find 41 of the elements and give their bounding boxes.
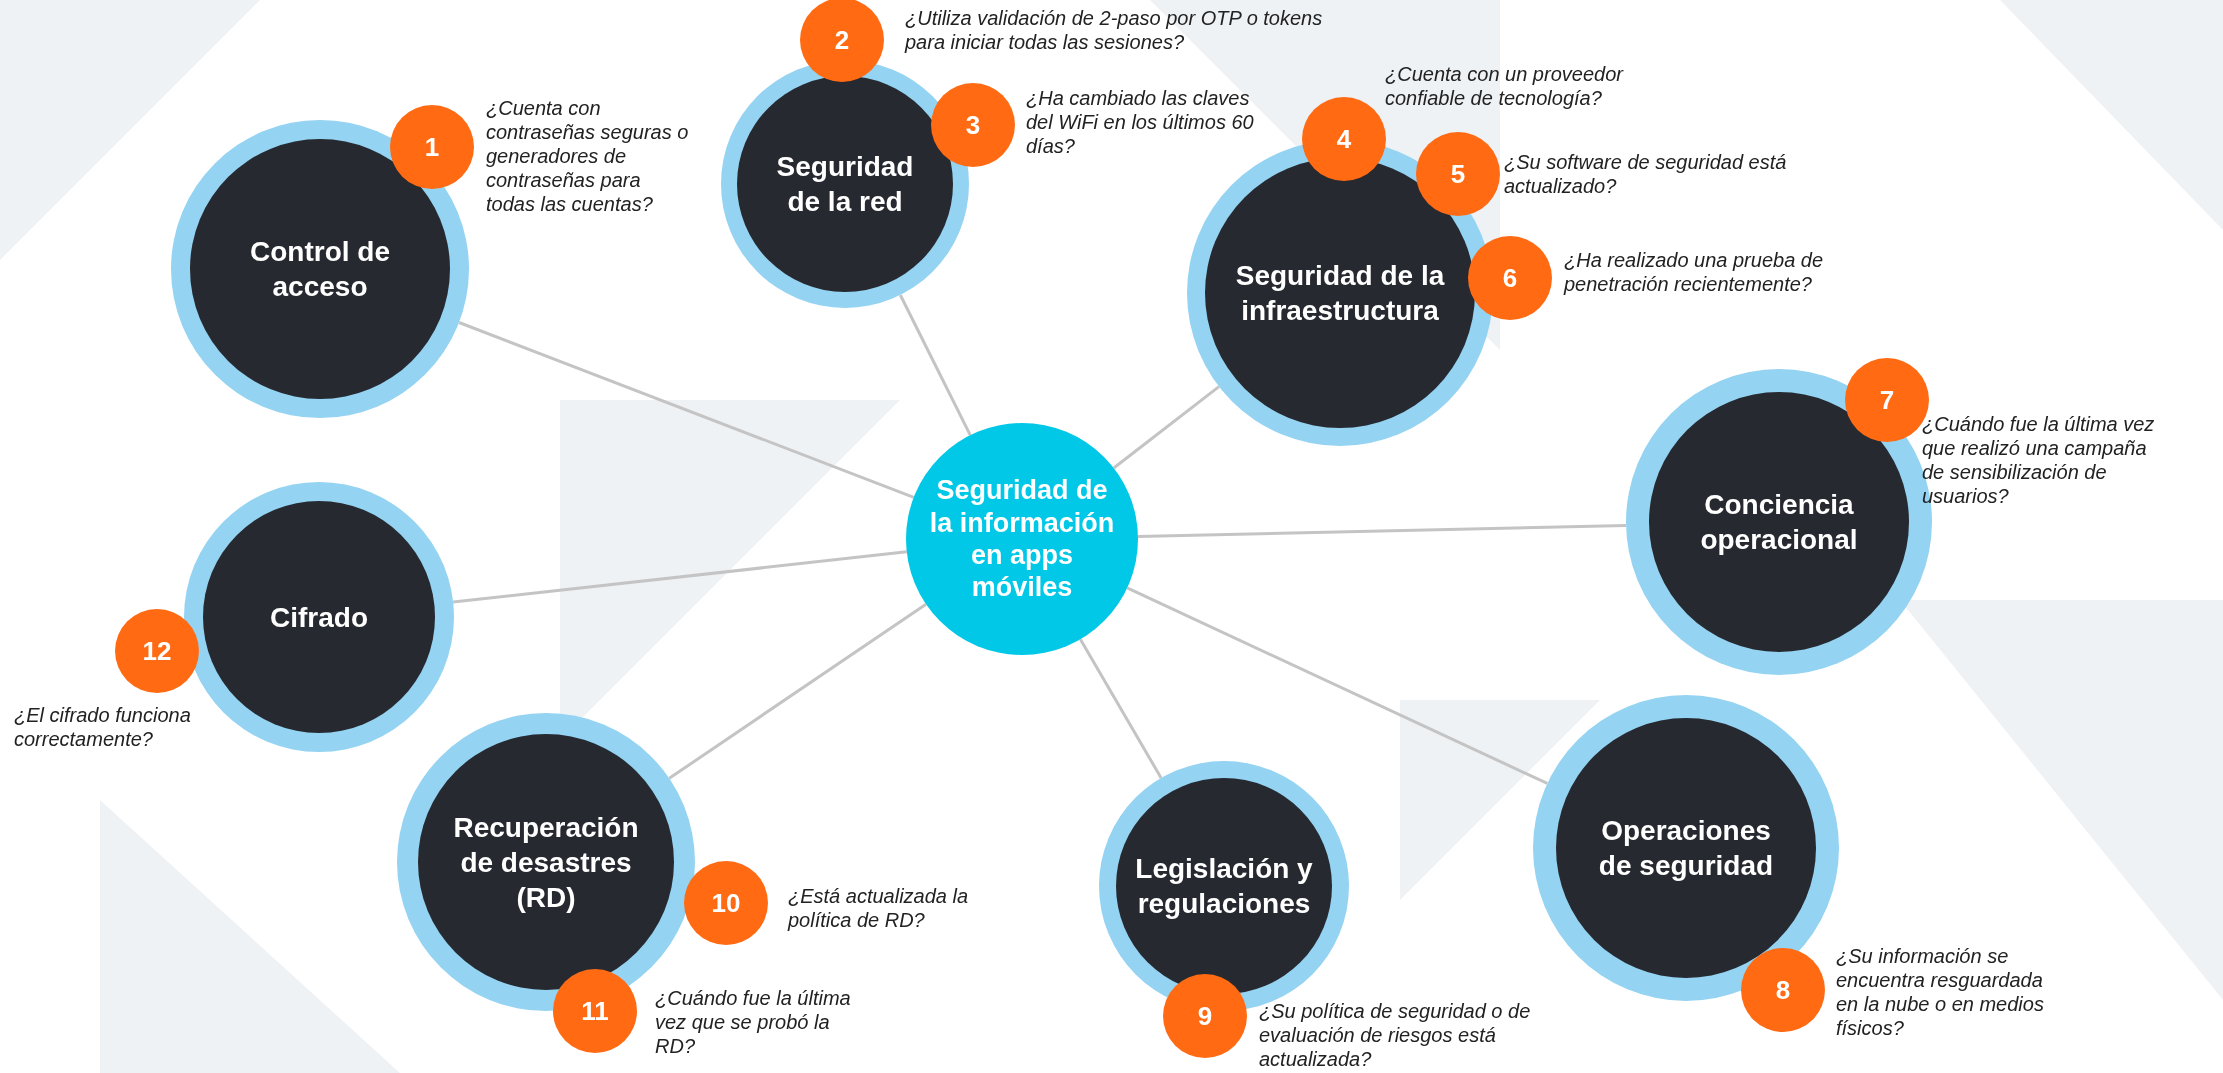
number-label: 3	[965, 108, 981, 142]
question-text: ¿Su software de seguridad está actualizado?	[1504, 150, 1788, 198]
connector-line	[453, 550, 907, 604]
question-text: ¿Cuenta con un proveedor confiable de tecnología?	[1385, 62, 1625, 110]
category-title: Seguridad de la red	[775, 150, 915, 219]
connector-line	[899, 294, 972, 436]
category-title: Operaciones de seguridad	[1597, 814, 1775, 883]
question-text: ¿Su información se encuentra resguardada en la nube o en medios físicos?	[1836, 944, 2045, 1040]
question-text: ¿Cuándo fue la última vez que se probó la RD?	[655, 986, 852, 1058]
connector-line	[668, 602, 927, 780]
question-text: ¿Ha realizado una prueba de penetración recientemente?	[1564, 248, 1825, 296]
number-label: 6	[1502, 261, 1518, 295]
category-title: Conciencia operacional	[1699, 488, 1859, 557]
number-label: 9	[1197, 999, 1213, 1033]
category-title: Seguridad de la infraestructura	[1234, 259, 1446, 328]
hub-title: Seguridad de la información en apps móviles	[928, 474, 1116, 604]
number-label: 8	[1775, 973, 1791, 1007]
number-label: 7	[1879, 383, 1895, 417]
question-text: ¿Está actualizada la política de RD?	[788, 884, 970, 932]
question-text: ¿Su política de seguridad o de evaluación de riesgos está actualizada?	[1259, 999, 1532, 1071]
connector-line	[1112, 385, 1220, 470]
question-text: ¿El cifrado funciona correctamente?	[14, 703, 192, 751]
category-title: Legislación y regulaciones	[1134, 852, 1314, 921]
number-label: 4	[1336, 122, 1352, 156]
number-label: 10	[711, 886, 741, 920]
category-title: Recuperación de desastres (RD)	[452, 810, 640, 915]
category-title: Cifrado	[270, 600, 368, 635]
number-label: 1	[424, 130, 440, 164]
number-label: 11	[581, 994, 609, 1028]
connector-line	[1126, 586, 1548, 785]
category-title: Control de acceso	[249, 235, 391, 304]
question-text: ¿Cuándo fue la última vez que realizó una campaña de sensibilización de usuarios?	[1922, 412, 2156, 508]
question-text: ¿Ha cambiado las claves del WiFi en los últimos 60 días?	[1026, 86, 1255, 158]
connector-line	[458, 321, 915, 499]
connector-line	[1079, 638, 1163, 779]
question-text: ¿Cuenta con contraseñas seguras o generadores de contraseñas para todas las cuentas?	[486, 96, 690, 216]
number-label: 12	[142, 634, 172, 668]
question-text: ¿Utiliza validación de 2-paso por OTP o tokens para iniciar todas las sesiones?	[905, 6, 1324, 54]
number-label: 5	[1450, 157, 1466, 191]
connector-line	[1137, 523, 1627, 538]
number-label: 2	[834, 23, 850, 57]
